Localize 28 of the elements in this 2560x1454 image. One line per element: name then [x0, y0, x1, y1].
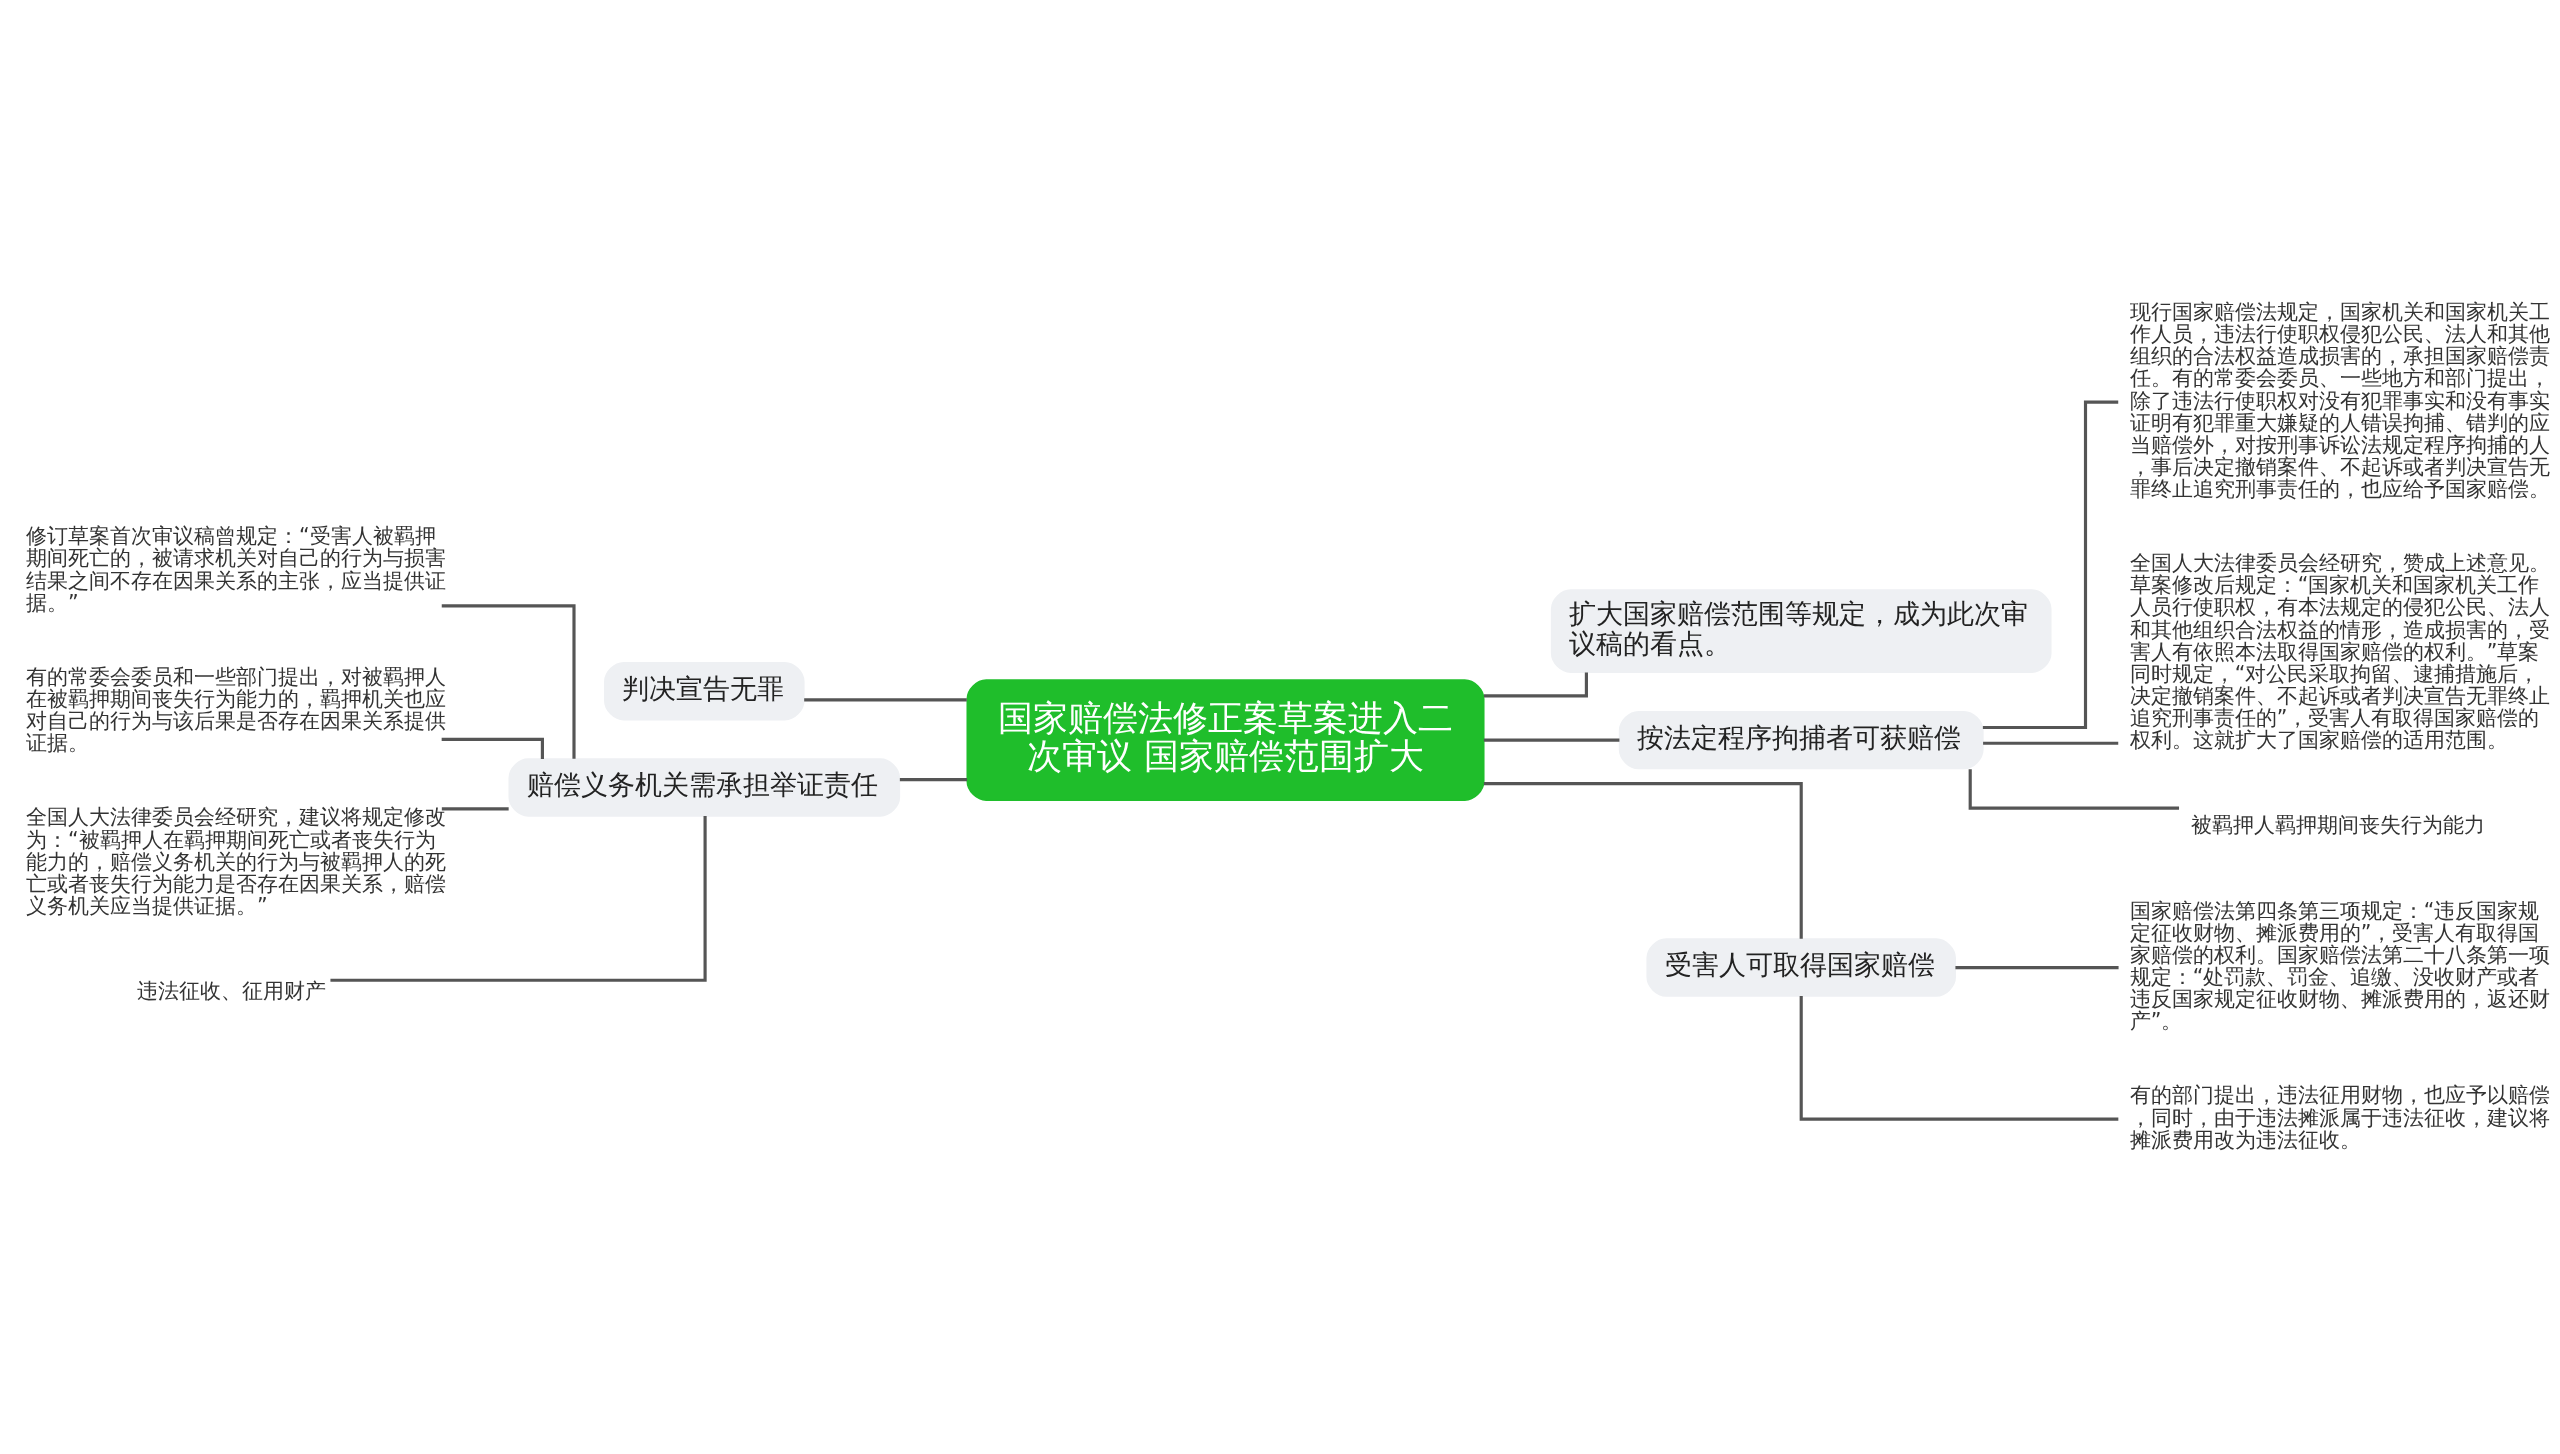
connector: [1483, 781, 1803, 939]
node-box: 赔偿义务机关需承担举证责任: [508, 757, 901, 817]
node-text: 被羁押人羁押期间丧失行为能力: [2190, 812, 2485, 837]
connector: [441, 603, 576, 759]
node-box: 扩大国家赔偿范围等规定，成为此次审议稿的看点。: [1550, 588, 2052, 673]
connector: [1799, 995, 2119, 1121]
node-box: 按法定程序拘捕者可获赔偿: [1618, 710, 1984, 769]
node-text: 有的常委会委员和一些部门提出，对被羁押人在被羁押期间丧失行为能力的，羁押机关也应对自己的行为与该后果是否存在因果关系提供证据。: [25, 664, 446, 755]
node-text: 国家赔偿法第四条第三项规定：“违反国家规定征收财物、摊派费用的”，受害人有取得国家赔偿的权利。国家赔偿法第二十八条第一项规定：“处罚款、罚金、追缴、没收财产或者违反国家规定征收财物、摊派费用的，返还财产”。: [2129, 898, 2550, 1033]
node-text: 全国人大法律委员会经研究，建议将规定修改为：“被羁押人在羁押期间死亡或者丧失行为能力的，赔偿义务机关的行为与被羁押人的死亡或者丧失行为能力是否存在因果关系，赔偿义务机关应当提供证据。”: [25, 804, 446, 918]
connector: [1483, 738, 1620, 742]
connector: [1955, 965, 2119, 969]
node-box: 国家赔偿法修正案草案进入二次审议 国家赔偿范围扩大: [966, 678, 1485, 801]
connector: [441, 806, 509, 810]
connector: [330, 815, 707, 982]
node-text: 全国人大法律委员会经研究，赞成上述意见。草案修改后规定：“国家机关和国家机关工作人员行使职权，有本法规定的侵犯公民、法人和其他组织合法权益的情形，造成损害的，受害人有依照本法取得国家赔偿的权利。”草案同时规定，“对公民采取拘留、逮捕措施后，决定撤销案件、不起诉或者判决宣告无罪终止追究刑事责任的”，受害人有取得国家赔偿的权利。这就扩大了国家赔偿的适用范围。: [2129, 550, 2550, 752]
node-text: 修订草案首次审议稿曾规定：“受害人被羁押期间死亡的，被请求机关对自己的行为与损害结果之间不存在因果关系的主张，应当提供证据。”: [25, 523, 446, 615]
node-text: 现行国家赔偿法规定，国家机关和国家机关工作人员，违法行使职权侵犯公民、法人和其他组织的合法权益造成损害的，承担国家赔偿责任。有的常委会委员、一些地方和部门提出，除了违法行使职权对没有犯罪事实和没有事实证明有犯罪重大嫌疑的人错误拘捕、错判的应当赔偿外，对按刑事诉讼法规定程序拘捕的人，事后决定撤销案件、不起诉或者判决宣告无罪终止追究刑事责任的，也应给予国家赔偿。: [2129, 299, 2550, 501]
connector: [1983, 741, 2119, 745]
connector: [804, 697, 967, 701]
connector: [441, 737, 544, 759]
node-text: 违法征收、征用财产: [137, 978, 327, 1003]
node-text: 有的部门提出，违法征用财物，也应予以赔偿，同时，由于违法摊派属于违法征收，建议将摊派费用改为违法征收。: [2129, 1082, 2550, 1152]
node-box: 受害人可取得国家赔偿: [1646, 937, 1956, 997]
connector: [1483, 672, 1588, 697]
connector: [1968, 768, 2180, 810]
connector: [899, 777, 967, 781]
node-box: 判决宣告无罪: [604, 661, 805, 720]
